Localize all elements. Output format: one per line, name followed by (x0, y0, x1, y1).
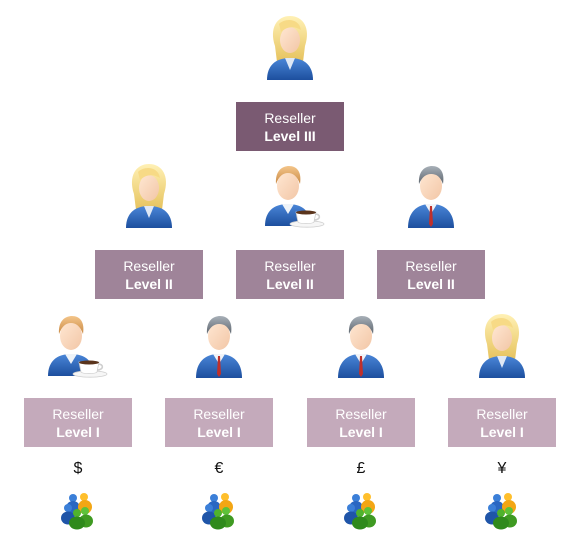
woman-blonde-icon (255, 10, 325, 80)
reseller-label-box: Reseller Level III (236, 102, 344, 151)
user-group-icon (341, 490, 381, 530)
user-group-icon (482, 490, 522, 530)
reseller-label-box: Reseller Level II (377, 250, 485, 299)
woman-blonde-icon (467, 308, 537, 378)
reseller-label: Reseller (264, 109, 316, 126)
man-coffee-icon (38, 308, 108, 378)
man-gray-hair-icon (184, 308, 254, 378)
level-label: Level I (339, 423, 383, 440)
level-label: Level I (56, 423, 100, 440)
level-label: Level I (480, 423, 524, 440)
reseller-label-box: Reseller Level I (165, 398, 273, 447)
reseller-label: Reseller (476, 405, 528, 422)
currency-symbol: £ (356, 460, 366, 477)
user-group-icon (199, 490, 239, 530)
level-label: Level II (125, 275, 173, 292)
man-gray-hair-icon (326, 308, 396, 378)
reseller-label: Reseller (335, 405, 387, 422)
reseller-label-box: Reseller Level II (95, 250, 203, 299)
man-gray-hair-icon (396, 158, 466, 228)
reseller-label-box: Reseller Level II (236, 250, 344, 299)
reseller-label: Reseller (52, 405, 104, 422)
woman-blonde-icon (114, 158, 184, 228)
user-group-icon (58, 490, 98, 530)
reseller-label: Reseller (193, 405, 245, 422)
level-label: Level II (407, 275, 455, 292)
level-label: Level III (264, 127, 316, 144)
reseller-label-box: Reseller Level I (307, 398, 415, 447)
reseller-label: Reseller (264, 257, 316, 274)
currency-symbol: ¥ (497, 460, 507, 477)
reseller-label: Reseller (405, 257, 457, 274)
man-coffee-icon (255, 158, 325, 228)
currency-symbol: € (214, 460, 224, 477)
currency-symbol: $ (73, 460, 83, 477)
reseller-label: Reseller (123, 257, 175, 274)
level-label: Level I (197, 423, 241, 440)
reseller-label-box: Reseller Level I (24, 398, 132, 447)
level-label: Level II (266, 275, 314, 292)
reseller-label-box: Reseller Level I (448, 398, 556, 447)
